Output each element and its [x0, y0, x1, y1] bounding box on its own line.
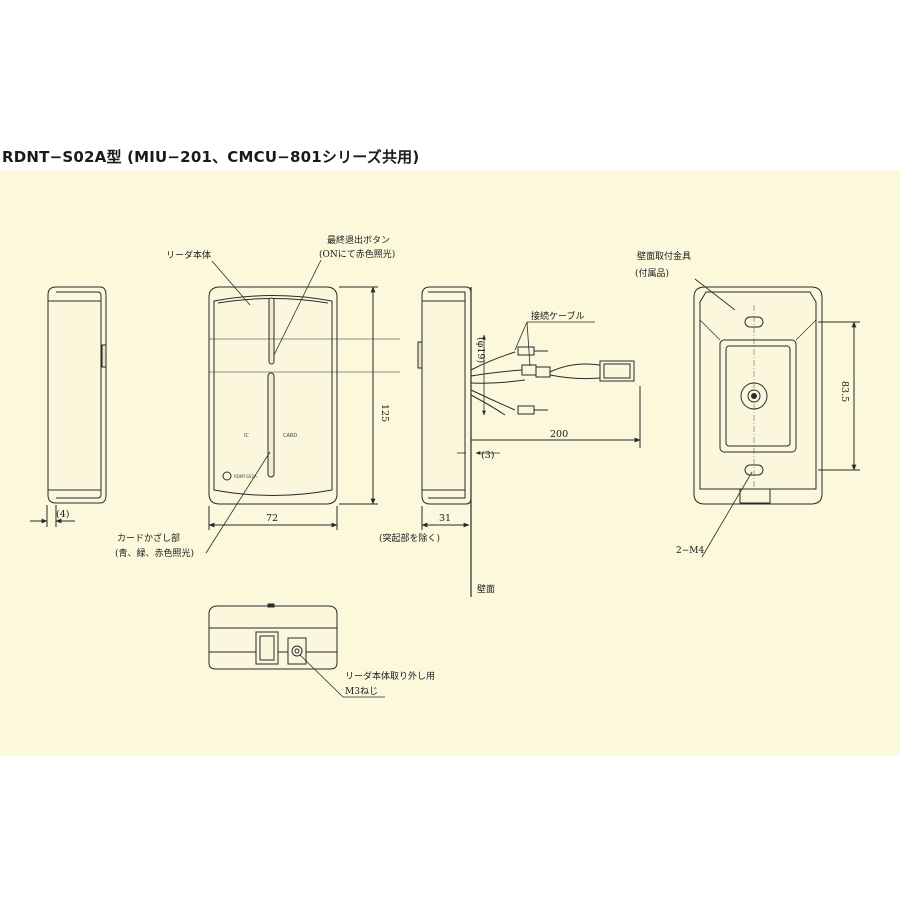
leader-exit-button: [273, 259, 322, 356]
leader-removal-screw: [299, 654, 385, 698]
brand-text: RDNT-S02A: [234, 474, 257, 479]
label-wall-bracket-2: (付属品): [635, 268, 669, 279]
label-wall-bracket-1: 壁面取付金具: [637, 250, 691, 262]
label-reader-body: リーダ本体: [166, 249, 211, 261]
rear-view: [693, 286, 860, 505]
dim-width: 72: [266, 513, 278, 524]
drawing-title: RDNT−S02A型 (MIU−201、CMCU−801シリーズ共用): [2, 148, 420, 166]
bottom-view: [208, 603, 338, 670]
label-card-area-1: カードかざし部: [117, 532, 180, 544]
ic-text: IC: [244, 433, 249, 439]
side-view-left: [30, 286, 107, 527]
card-text: CARD: [283, 433, 297, 439]
label-exit-button-2: (ONにて赤色照光): [319, 248, 395, 260]
dim-mount-pitch: 83.5: [839, 381, 850, 402]
dim-height: 125: [379, 404, 390, 422]
label-wall-surface: 壁面: [477, 583, 495, 595]
front-view: [208, 286, 400, 530]
label-excl-protrusion: (突起部を除く): [379, 532, 440, 544]
label-removal-screw-1: リーダ本体取り外し用: [345, 670, 435, 682]
label-card-area-2: (青、緑、赤色照光): [115, 547, 194, 559]
leader-reader-body: [211, 260, 251, 306]
side-view-right: [417, 286, 641, 597]
dim-depth: 31: [439, 513, 451, 524]
dim-side-gap: (4): [56, 509, 69, 520]
leader-card-area: [205, 451, 271, 554]
dim-cable-length: 200: [550, 429, 568, 440]
dim-cable-diameter: (φ19): [475, 337, 486, 363]
label-connection-cable: 接続ケーブル: [531, 310, 584, 322]
leader-screw: [701, 471, 753, 558]
leader-wall-bracket: [694, 278, 736, 311]
label-screw-spec: 2−M4: [676, 546, 704, 556]
dim-cable-offset: (3): [481, 450, 494, 461]
label-removal-screw-2: M3ねじ: [345, 686, 378, 697]
label-exit-button-1: 最終退出ボタン: [327, 234, 390, 246]
